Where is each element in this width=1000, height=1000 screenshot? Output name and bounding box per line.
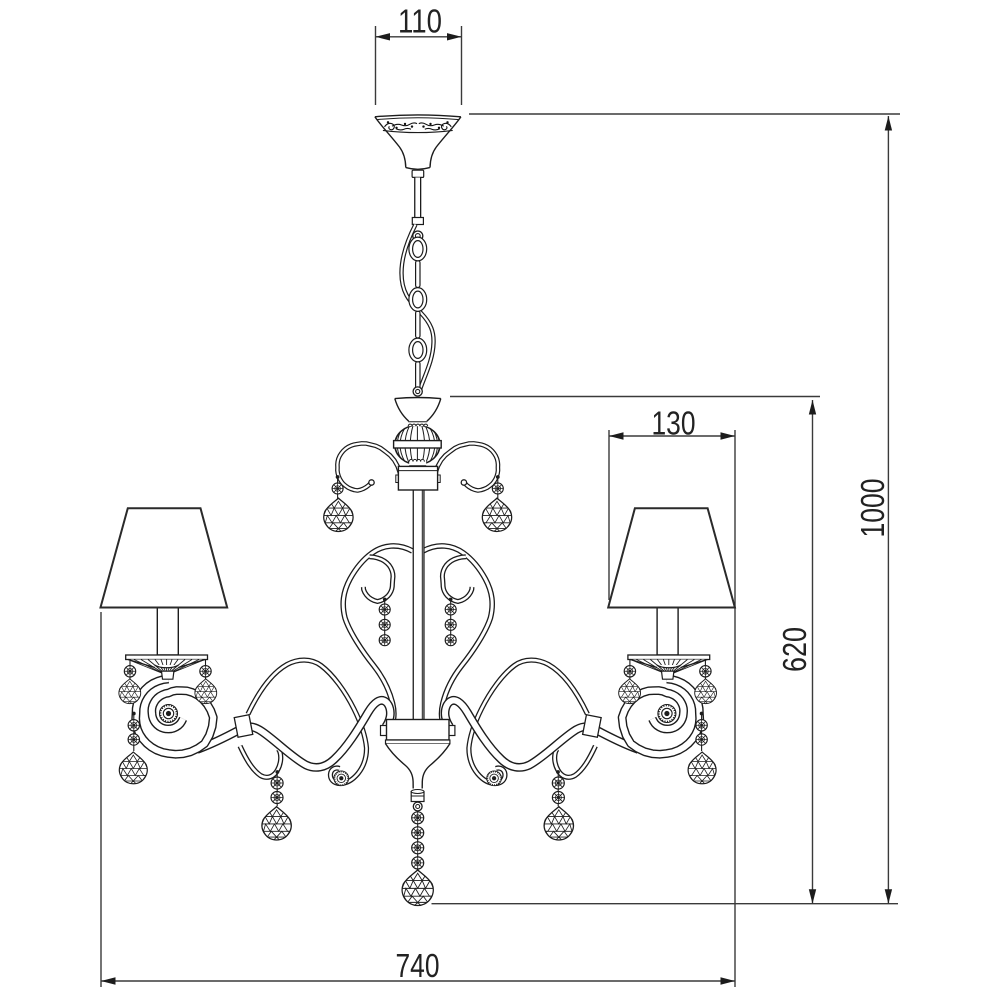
- svg-text:740: 740: [396, 947, 440, 984]
- svg-text:1000: 1000: [854, 479, 891, 538]
- svg-text:130: 130: [652, 405, 696, 442]
- svg-text:110: 110: [398, 3, 442, 40]
- svg-text:620: 620: [776, 627, 813, 672]
